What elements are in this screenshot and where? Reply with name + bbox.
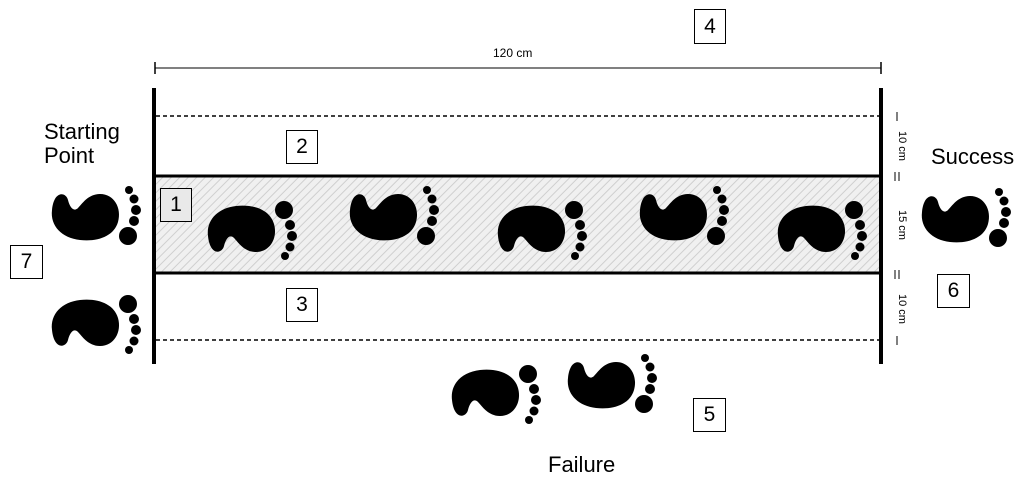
footprint-icon	[51, 295, 141, 354]
box-4: 4	[694, 9, 726, 44]
width-label: 120 cm	[493, 46, 533, 60]
footprint-icon	[451, 365, 541, 424]
box-7: 7	[10, 245, 43, 279]
lower-margin-label: 10 cm	[895, 294, 908, 324]
success-label: Success	[931, 144, 1015, 169]
path-width-label: 15 cm	[895, 210, 908, 240]
failure-label: Failure	[548, 452, 616, 477]
box-6: 6	[937, 274, 970, 308]
box-5: 5	[693, 398, 726, 432]
box-2: 2	[286, 130, 318, 164]
footprint-icon	[567, 354, 657, 413]
footprint-icon	[921, 188, 1011, 247]
upper-margin-label: 10 cm	[895, 131, 908, 161]
starting-point-line2: Point	[44, 143, 95, 168]
box-1: 1	[160, 188, 192, 222]
footprint-icon	[51, 186, 141, 245]
box-3: 3	[286, 288, 318, 322]
starting-point-line1: Starting	[44, 119, 120, 144]
starting-point-label: Starting Point	[44, 121, 120, 167]
